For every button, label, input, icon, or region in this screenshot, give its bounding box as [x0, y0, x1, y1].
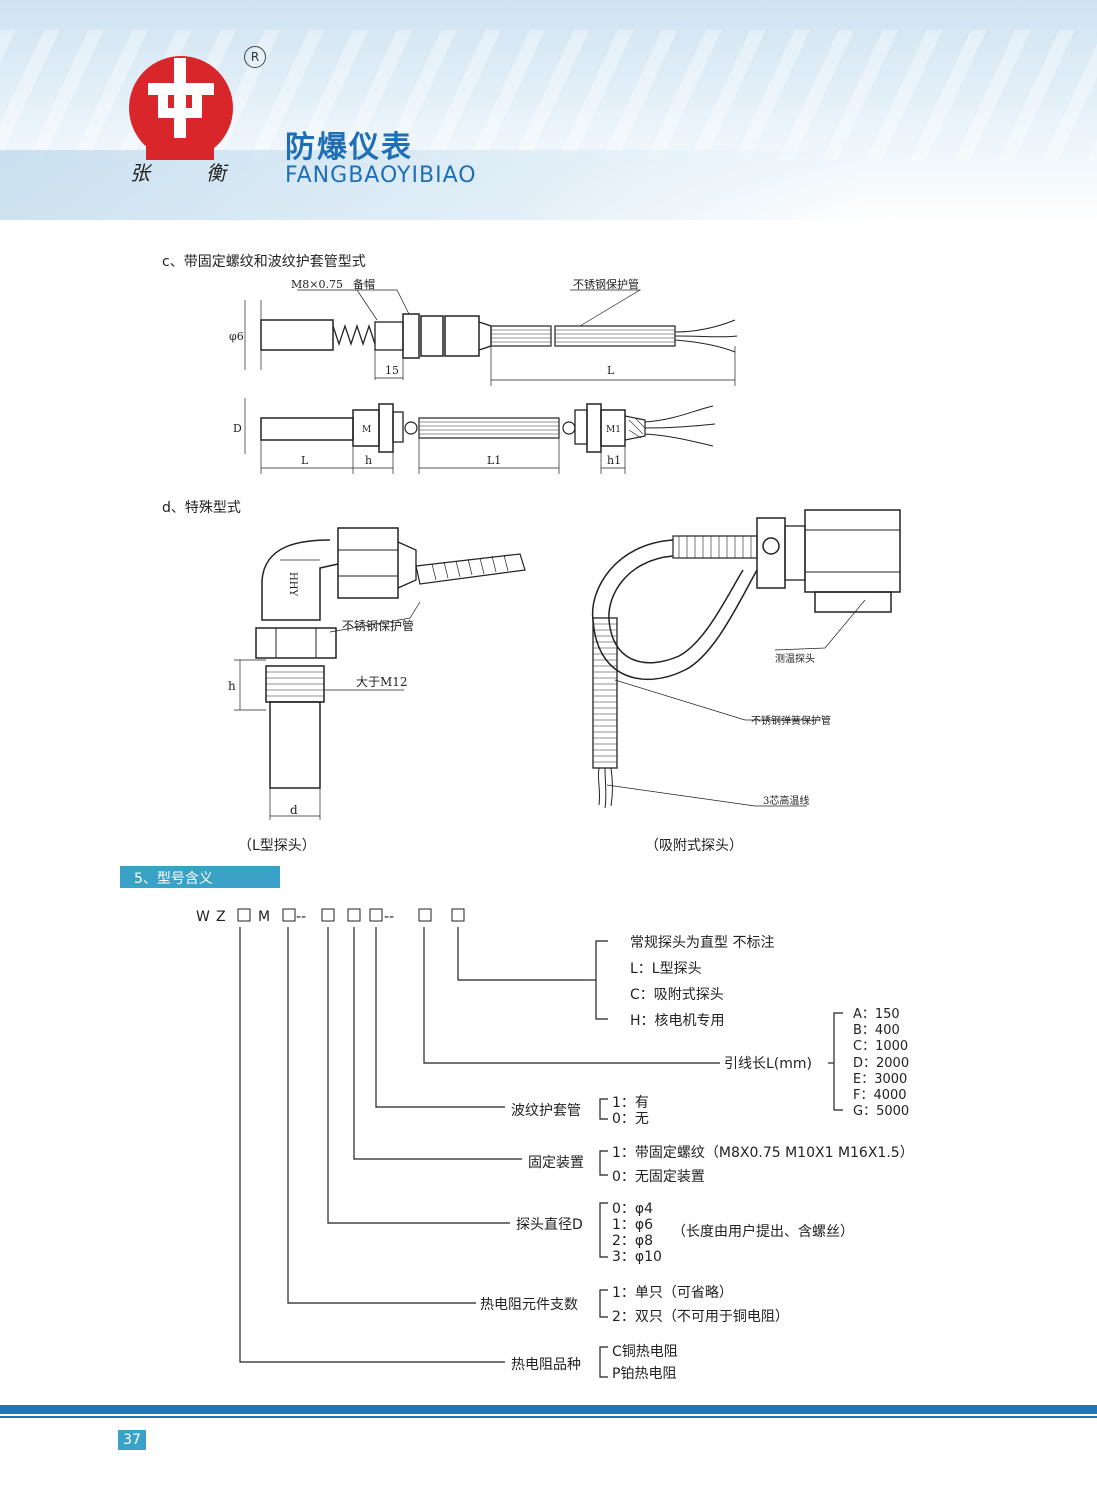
caption-l-probe: （L型探头） — [238, 838, 316, 854]
svg-text:L: L — [607, 364, 615, 377]
diagram-l-probe: HHY 不锈钢保护管 大于M12 h d — [228, 527, 526, 820]
svg-text:h: h — [228, 679, 236, 693]
svg-text:Z: Z — [216, 909, 226, 925]
svg-text:不锈钢保护管: 不锈钢保护管 — [342, 618, 414, 633]
section-c-heading: c、带固定螺纹和波纹护套管型式 — [162, 254, 366, 270]
svg-text:L: L — [301, 454, 309, 467]
header-title-en: FANGBAOYIBIAO — [285, 163, 477, 188]
svg-text:衡: 衡 — [206, 161, 229, 185]
svg-text:W: W — [196, 909, 210, 925]
svg-text:2：φ8: 2：φ8 — [612, 1233, 653, 1249]
svg-text:H：核电机专用: H：核电机专用 — [630, 1013, 725, 1029]
svg-text:F：4000: F：4000 — [853, 1088, 907, 1103]
svg-text:固定装置: 固定装置 — [528, 1155, 584, 1171]
svg-text:M: M — [362, 425, 371, 435]
section-5-bar: 5、型号含义 — [120, 866, 280, 888]
svg-text:热电阻元件支数: 热电阻元件支数 — [480, 1297, 578, 1313]
svg-text:（长度由用户提出、含螺丝）: （长度由用户提出、含螺丝） — [672, 1223, 854, 1240]
svg-text:B：400: B：400 — [853, 1023, 900, 1038]
svg-text:3：φ10: 3：φ10 — [612, 1249, 662, 1265]
svg-text:HHY: HHY — [287, 572, 298, 596]
svg-text:张: 张 — [130, 161, 153, 185]
footer-rule-thin — [0, 1416, 1097, 1418]
header-band — [0, 150, 860, 220]
svg-text:0：φ4: 0：φ4 — [612, 1201, 653, 1217]
svg-text:--: -- — [384, 909, 394, 925]
svg-text:热电阻品种: 热电阻品种 — [511, 1357, 581, 1373]
svg-text:探头直径D: 探头直径D — [516, 1216, 583, 1233]
footer-rule — [0, 1405, 1097, 1414]
section-5-title: 5、型号含义 — [134, 871, 213, 887]
brand-logo: 张 衡 — [129, 56, 233, 185]
svg-text:D: D — [233, 422, 242, 435]
diagram-adsorption-probe: 测温探头 不锈钢弹簧保护管 3芯高温线 — [591, 509, 901, 809]
svg-text:15: 15 — [385, 364, 399, 377]
svg-text:φ6: φ6 — [229, 330, 244, 343]
svg-text:h: h — [365, 454, 372, 467]
svg-text:不锈钢弹簧保护管: 不锈钢弹簧保护管 — [751, 714, 831, 727]
svg-text:测温探头: 测温探头 — [775, 652, 815, 665]
svg-text:C：1000: C：1000 — [853, 1039, 908, 1054]
model-code-diagram: W Z M -- -- 常规探头为直型 不标注 L：L型探头 C：吸附式探头 H… — [196, 908, 914, 1382]
svg-text:1：有: 1：有 — [612, 1095, 649, 1111]
svg-text:L1: L1 — [487, 454, 501, 467]
svg-text:h1: h1 — [607, 454, 621, 467]
svg-text:0：无固定装置: 0：无固定装置 — [612, 1169, 705, 1185]
svg-text:备帽: 备帽 — [353, 277, 375, 291]
caption-adsorption-probe: （吸附式探头） — [645, 838, 743, 854]
svg-text:不锈钢保护管: 不锈钢保护管 — [573, 277, 639, 291]
page-number: 37 — [118, 1430, 146, 1450]
svg-text:M1: M1 — [606, 425, 621, 435]
svg-text:C铜热电阻: C铜热电阻 — [612, 1344, 678, 1360]
svg-text:波纹护套管: 波纹护套管 — [511, 1103, 581, 1119]
svg-text:1：带固定螺纹（M8X0.75 M10X1 M16X1.: 1：带固定螺纹（M8X0.75 M10X1 M16X1.5） — [612, 1145, 914, 1161]
svg-text:--: -- — [296, 909, 306, 925]
page-header: 张 衡 R 防爆仪表 FANGBAOYIBIAO — [0, 0, 1097, 225]
svg-text:引线长L(mm): 引线长L(mm) — [724, 1056, 812, 1072]
svg-text:2：双只（不可用于铜电阻）: 2：双只（不可用于铜电阻） — [612, 1309, 789, 1325]
svg-text:0：无: 0：无 — [612, 1111, 649, 1127]
svg-text:M: M — [258, 909, 270, 925]
svg-text:D：2000: D：2000 — [853, 1056, 909, 1071]
svg-text:G：5000: G：5000 — [853, 1104, 909, 1119]
section-d-heading: d、特殊型式 — [162, 500, 241, 516]
svg-text:E：3000: E：3000 — [853, 1072, 907, 1087]
svg-text:1：φ6: 1：φ6 — [612, 1217, 653, 1233]
svg-text:A：150: A：150 — [853, 1007, 900, 1022]
svg-text:大于M12: 大于M12 — [356, 675, 408, 689]
svg-text:M8×0.75: M8×0.75 — [291, 278, 343, 291]
svg-text:3芯高温线: 3芯高温线 — [763, 794, 809, 807]
svg-text:C：吸附式探头: C：吸附式探头 — [630, 987, 724, 1003]
svg-text:常规探头为直型 不标注: 常规探头为直型 不标注 — [630, 934, 774, 951]
svg-text:L：L型探头: L：L型探头 — [630, 961, 702, 977]
svg-text:P铂热电阻: P铂热电阻 — [612, 1366, 676, 1382]
svg-text:1：单只（可省略）: 1：单只（可省略） — [612, 1285, 733, 1301]
header-title-cn: 防爆仪表 — [285, 130, 413, 165]
diagram-threaded-bellows: M8×0.75 备帽 不锈钢保护管 φ6 15 L D L h L1 h1 M … — [229, 277, 738, 474]
svg-text:d: d — [290, 803, 298, 817]
registered-mark: R — [244, 46, 266, 68]
